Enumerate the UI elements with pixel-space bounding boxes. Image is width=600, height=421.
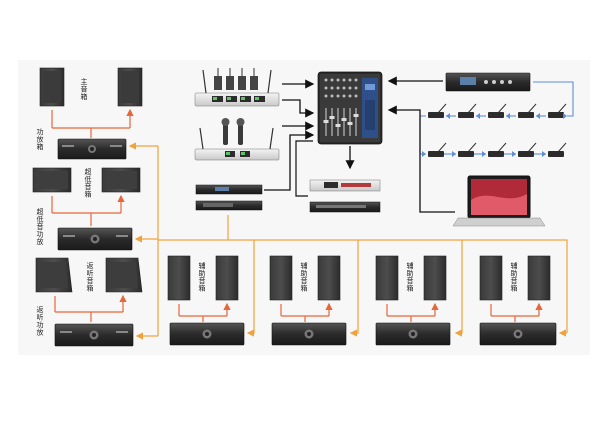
feedback-suppressor (195, 200, 263, 211)
fill-speaker-3a (375, 255, 399, 301)
processor-to-mixer (264, 130, 315, 191)
bus-to-fill-amp-1 (246, 240, 255, 337)
wireless-receiver-2ch (194, 127, 280, 161)
processor-return-line (295, 140, 313, 197)
fill-speaker-2a (269, 255, 293, 301)
monitor-speaker-wire (54, 296, 123, 312)
main-amplifier (57, 138, 127, 160)
monitor-speaker-left (35, 257, 73, 293)
fill-speaker-1a (167, 255, 191, 301)
main-amp-label: 功放箱 (36, 128, 44, 151)
receiver4b-to-mixer (282, 99, 315, 118)
sub-speaker-wire (51, 196, 121, 213)
audio-processor (195, 184, 263, 195)
control-laptop (452, 175, 546, 227)
fill-speaker-4a (479, 255, 503, 301)
main-speaker-label: 主音箱 (80, 78, 88, 101)
bus-to-fill-amp-3 (454, 240, 463, 337)
monitor-amplifier (54, 323, 134, 347)
laptop-to-mixer (387, 105, 455, 213)
main-speaker-left (39, 67, 65, 107)
fill-speaker-label-1: 辅助音箱 (198, 262, 206, 292)
fill-speaker-3b (423, 255, 447, 301)
fill-speaker-2b (317, 255, 341, 301)
main-speaker-wire (51, 110, 130, 128)
bus-to-fill-amp-2 (349, 240, 359, 337)
speaker-processor (309, 179, 381, 192)
fill-distribution-bus (228, 239, 568, 333)
power-sequencer (309, 201, 381, 213)
monitor-speaker-label: 返听音箱 (86, 262, 94, 292)
bodypack-transmitters (214, 68, 258, 90)
fill-speaker-1b (215, 255, 239, 301)
fill-speaker-4b (527, 255, 551, 301)
wireless-receiver-4ch (194, 69, 280, 107)
monitor-amp-label: 返听功放 (36, 306, 44, 336)
handheld-microphones (221, 118, 245, 145)
sub-amp-label: 超低音功放 (36, 208, 44, 246)
fill-speaker-label-2: 辅助音箱 (300, 262, 308, 292)
sub-amplifier (57, 227, 133, 251)
sub-speaker-right (101, 167, 141, 193)
conference-host-unit (445, 72, 531, 92)
main-speaker-wire-bus (52, 127, 130, 138)
sub-speaker-label: 超低音箱 (84, 168, 92, 198)
fill-group-1 (167, 255, 245, 346)
fill-speaker-label-4: 辅助音箱 (510, 262, 518, 292)
conference-network-arrows (422, 113, 567, 157)
sub-speaker-wire-bus (52, 212, 121, 226)
fill-group-3 (375, 255, 451, 346)
monitor-speaker-wire-bus (55, 311, 123, 322)
sub-speaker-left (32, 167, 72, 193)
monitor-speaker-right (105, 257, 143, 293)
conference-microphones (428, 103, 567, 157)
fill-speaker-label-3: 辅助音箱 (406, 262, 414, 292)
audio-mixer (317, 71, 383, 145)
fill-group-2 (269, 255, 347, 346)
main-speaker-right (117, 67, 143, 107)
fill-group-4 (479, 255, 557, 346)
